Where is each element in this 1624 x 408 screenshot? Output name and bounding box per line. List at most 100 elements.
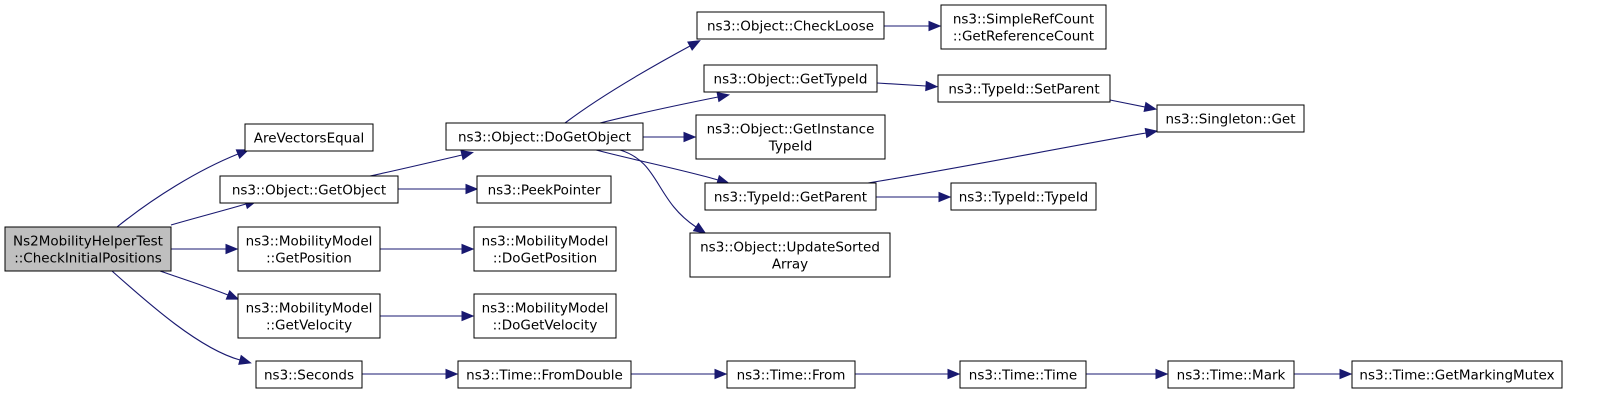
node-box xyxy=(219,175,399,204)
node-label: ns3::MobilityModel xyxy=(246,234,373,250)
node-label: Array xyxy=(772,257,808,273)
edge-line xyxy=(876,82,927,87)
edge-line xyxy=(159,270,229,296)
arrowhead-icon xyxy=(461,310,475,322)
arrowhead-icon xyxy=(235,149,250,160)
node-label: ns3::Object::GetTypeId xyxy=(714,72,868,88)
node-get-position[interactable]: ns3::MobilityModel::GetPosition xyxy=(237,226,381,272)
arrowhead-icon xyxy=(683,131,697,143)
arrowhead-icon xyxy=(714,368,728,380)
node-do-get-position[interactable]: ns3::MobilityModel::DoGetPosition xyxy=(473,226,617,272)
edge-get-velocity-to-do-get-velocity xyxy=(380,310,475,322)
arrowhead-icon xyxy=(1144,127,1159,139)
node-peek-pointer[interactable]: ns3::PeekPointer xyxy=(476,175,612,204)
edge-check-loose-to-get-reference-count xyxy=(884,20,942,32)
edge-get-parent-to-typeid-typeid xyxy=(876,191,952,203)
node-do-get-velocity[interactable]: ns3::MobilityModel::DoGetVelocity xyxy=(473,293,617,339)
node-box xyxy=(457,360,632,389)
node-box xyxy=(1156,104,1305,133)
node-box xyxy=(445,122,644,151)
node-label: ::CheckInitialPositions xyxy=(14,251,162,267)
node-box xyxy=(696,11,885,40)
edge-line xyxy=(111,270,241,361)
edge-do-get-object-to-check-loose xyxy=(564,40,701,124)
node-label: TypeId xyxy=(768,139,813,155)
node-label: ::DoGetVelocity xyxy=(493,318,598,334)
node-label: ns3::PeekPointer xyxy=(488,183,601,199)
edge-root-to-are-vectors-equal xyxy=(116,149,250,228)
node-box xyxy=(4,226,172,272)
edge-get-object-to-do-get-object xyxy=(369,150,474,177)
node-typeid-typeid[interactable]: ns3::TypeId::TypeId xyxy=(950,182,1097,211)
call-nodes: Ns2MobilityHelperTest::CheckInitialPosit… xyxy=(4,4,1563,389)
node-root[interactable]: Ns2MobilityHelperTest::CheckInitialPosit… xyxy=(4,226,172,272)
node-label: ns3::TypeId::TypeId xyxy=(959,190,1089,206)
arrowhead-icon xyxy=(225,243,239,255)
node-label: ::DoGetPosition xyxy=(493,251,597,267)
node-set-parent[interactable]: ns3::TypeId::SetParent xyxy=(937,74,1111,103)
edge-line xyxy=(595,149,719,181)
arrowhead-icon xyxy=(928,20,942,32)
arrowhead-icon xyxy=(692,222,707,234)
node-get-reference-count[interactable]: ns3::SimpleRefCount::GetReferenceCount xyxy=(940,4,1107,50)
arrowhead-icon xyxy=(925,80,939,92)
node-time-mark[interactable]: ns3::Time::Mark xyxy=(1167,360,1295,389)
arrowhead-icon xyxy=(225,289,240,300)
edge-line xyxy=(564,45,691,124)
node-do-get-object[interactable]: ns3::Object::DoGetObject xyxy=(445,122,644,151)
node-label: ns3::SimpleRefCount xyxy=(953,12,1094,28)
node-box xyxy=(726,360,856,389)
arrowhead-icon xyxy=(238,354,252,365)
node-get-parent[interactable]: ns3::TypeId::GetParent xyxy=(704,182,877,211)
node-check-loose[interactable]: ns3::Object::CheckLoose xyxy=(696,11,885,40)
node-get-velocity[interactable]: ns3::MobilityModel::GetVelocity xyxy=(237,293,381,339)
node-get-object[interactable]: ns3::Object::GetObject xyxy=(219,175,399,204)
node-label: ns3::Time::Mark xyxy=(1177,368,1286,384)
edge-time-mark-to-get-marking-mutex xyxy=(1294,368,1353,380)
edge-line xyxy=(599,96,719,124)
edge-get-object-to-peek-pointer xyxy=(398,183,479,195)
node-label: ::GetPosition xyxy=(266,251,352,267)
node-time-from[interactable]: ns3::Time::From xyxy=(726,360,856,389)
node-box xyxy=(959,360,1087,389)
node-from-double[interactable]: ns3::Time::FromDouble xyxy=(457,360,632,389)
edge-from-double-to-time-from xyxy=(631,368,728,380)
node-label: AreVectorsEqual xyxy=(254,131,365,147)
edge-line xyxy=(867,132,1147,184)
arrowhead-icon xyxy=(1339,368,1353,380)
node-label: ns3::TypeId::SetParent xyxy=(948,82,1099,98)
node-get-marking-mutex[interactable]: ns3::Time::GetMarkingMutex xyxy=(1351,360,1563,389)
node-get-type-id[interactable]: ns3::Object::GetTypeId xyxy=(703,64,878,93)
arrowhead-icon xyxy=(460,150,474,161)
node-box xyxy=(473,226,617,272)
node-box xyxy=(237,226,381,272)
edge-line xyxy=(116,153,239,228)
edge-time-from-to-time-time xyxy=(855,368,961,380)
edge-get-parent-to-singleton-get xyxy=(867,127,1159,184)
node-label: ns3::Object::GetObject xyxy=(232,183,386,199)
node-label: ns3::Time::From xyxy=(737,368,846,384)
node-label: ns3::Time::GetMarkingMutex xyxy=(1359,368,1554,384)
node-box xyxy=(950,182,1097,211)
node-singleton-get[interactable]: ns3::Singleton::Get xyxy=(1156,104,1305,133)
edge-root-to-get-position xyxy=(171,243,239,255)
node-seconds[interactable]: ns3::Seconds xyxy=(255,360,363,389)
arrowhead-icon xyxy=(687,40,701,51)
edge-root-to-seconds xyxy=(111,270,252,365)
node-box xyxy=(695,114,886,160)
node-time-time[interactable]: ns3::Time::Time xyxy=(959,360,1087,389)
arrowhead-icon xyxy=(716,91,731,103)
node-label: ns3::MobilityModel xyxy=(482,301,609,317)
edge-do-get-object-to-update-sorted-array xyxy=(619,149,707,234)
node-box xyxy=(255,360,363,389)
edge-get-type-id-to-set-parent xyxy=(876,80,939,92)
node-label: ns3::Time::FromDouble xyxy=(466,368,623,384)
node-are-vectors-equal[interactable]: AreVectorsEqual xyxy=(244,123,374,152)
node-label: ns3::Object::UpdateSorted xyxy=(700,240,880,256)
node-box xyxy=(1351,360,1563,389)
edge-time-time-to-time-mark xyxy=(1086,368,1169,380)
arrowhead-icon xyxy=(947,368,961,380)
